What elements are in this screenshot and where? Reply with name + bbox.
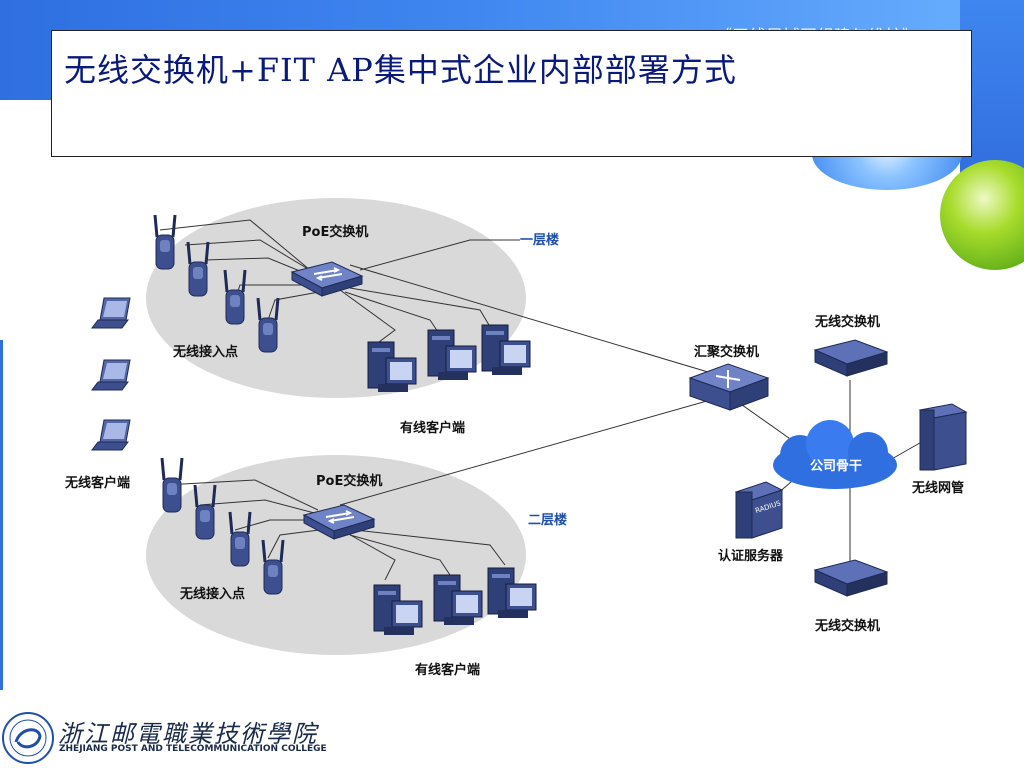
backbone-cloud — [773, 420, 897, 489]
auth-server-label: 认证服务器 — [718, 548, 784, 564]
floor1-ap-1 — [153, 213, 177, 271]
floor2-poe-label: PoE交换机 — [316, 473, 382, 489]
floor2-ap-label: 无线接入点 — [179, 586, 245, 602]
floor1-poe-label: PoE交换机 — [302, 224, 368, 240]
radius-server — [734, 481, 784, 539]
wireless-nms-label: 无线网管 — [911, 480, 964, 496]
floor1-label: 一层楼 — [520, 232, 559, 248]
wireless-switch-top-label: 无线交换机 — [814, 314, 880, 330]
floor2-area — [146, 455, 526, 655]
slide-title: 无线交换机+FIT AP集中式企业内部部署方式 — [64, 51, 737, 89]
wireless-switch-bottom-label: 无线交换机 — [814, 618, 880, 634]
laptop-1 — [91, 297, 131, 329]
floor2-wired-label: 有线客户端 — [415, 662, 480, 678]
floor1-wired-pc-3 — [481, 324, 531, 376]
floor2-label: 二层楼 — [528, 512, 567, 528]
floor2-links — [164, 394, 729, 581]
wireless-switch-bottom — [814, 559, 888, 597]
aggregation-switch-label: 汇聚交换机 — [694, 344, 759, 360]
floor1-links — [159, 219, 729, 379]
backbone-label: 公司骨干 — [810, 459, 862, 474]
college-name-cn: 浙江邮電職業技術學院 — [58, 720, 318, 748]
wireless-clients-label: 无线客户端 — [64, 475, 130, 491]
college-name-en: ZHEJIANG POST AND TELECOMMUNICATION COLL… — [59, 744, 327, 754]
decor-green-ball — [940, 160, 1024, 270]
floor2-ap-1 — [160, 456, 184, 514]
left-accent-strip — [0, 340, 3, 690]
aggregation-switch — [688, 363, 770, 411]
floor2-wired-pc-3 — [487, 567, 537, 619]
laptop-3 — [91, 419, 131, 451]
floor1-ap-label: 无线接入点 — [172, 344, 238, 360]
floor1-wired-label: 有线客户端 — [400, 420, 465, 436]
wireless-switch-top — [814, 339, 888, 377]
college-logo-seal — [2, 712, 54, 764]
laptop-2 — [91, 359, 131, 391]
wireless-nms-server — [918, 403, 968, 471]
slide-title-box: 无线交换机+FIT AP集中式企业内部部署方式 — [51, 30, 972, 157]
